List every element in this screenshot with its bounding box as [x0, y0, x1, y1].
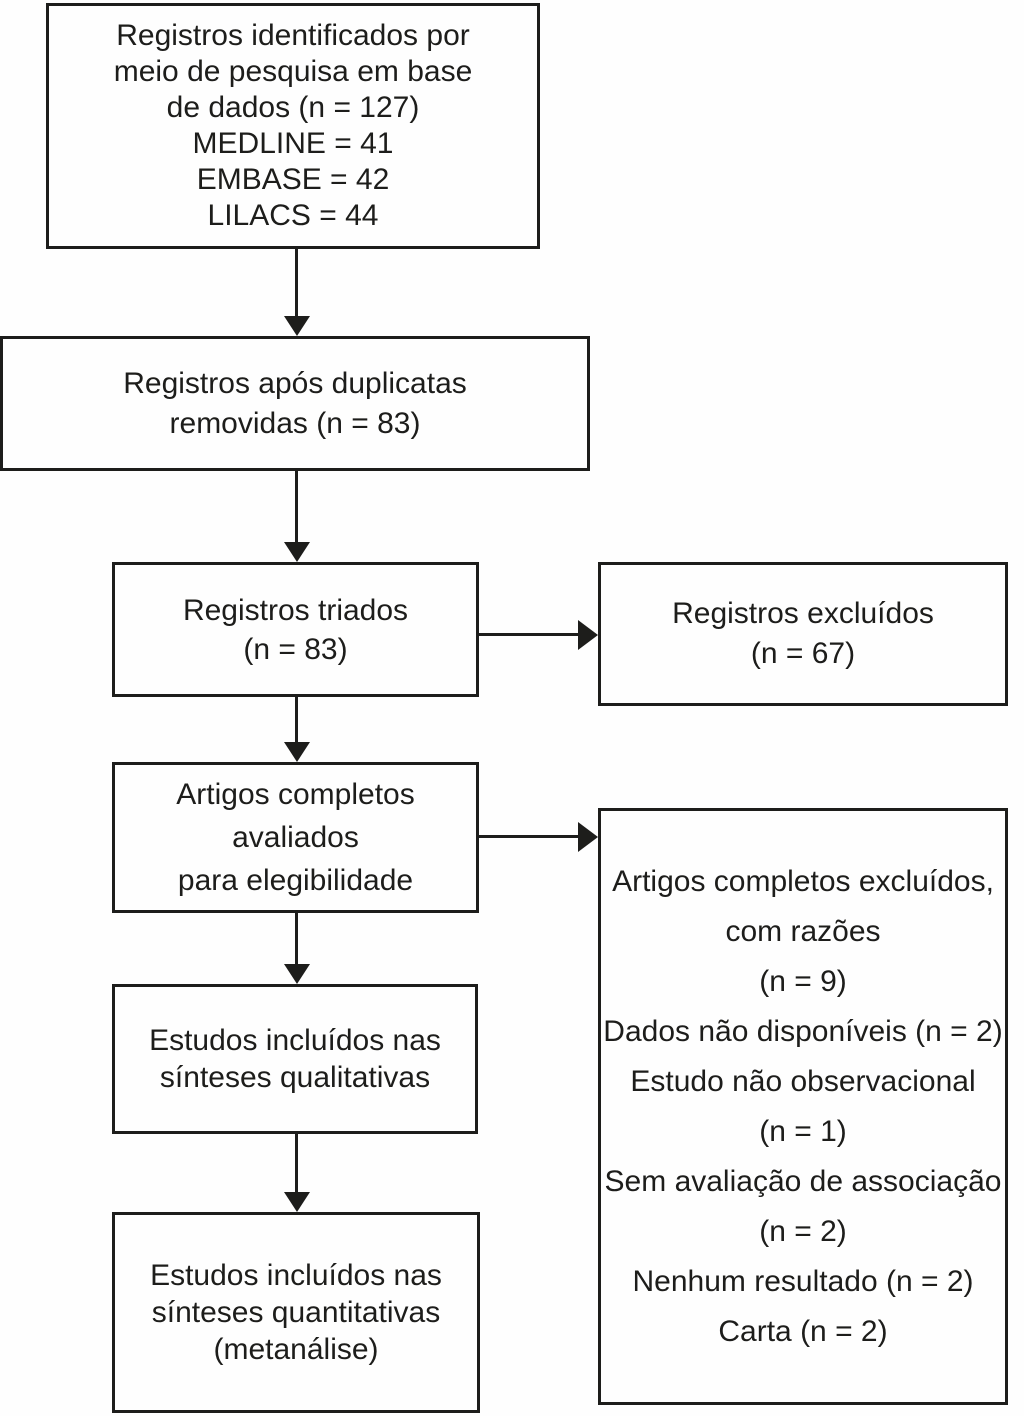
- arrow-line-duplicates-to-screened: [295, 471, 298, 544]
- box-text-line: removidas (n = 83): [169, 406, 421, 440]
- box-text-line: avaliados: [232, 821, 359, 854]
- arrow-down-icon: [284, 742, 310, 762]
- box-records-excluded: Registros excluídos (n = 67): [598, 562, 1008, 706]
- box-text-line: (n = 83): [243, 632, 348, 666]
- arrow-right-icon: [578, 620, 598, 650]
- box-text-line: sínteses quantitativas: [151, 1296, 441, 1329]
- box-text-line: EMBASE = 42: [196, 163, 390, 196]
- box-text-line: Registros triados: [182, 593, 409, 627]
- box-text-line: LILACS = 44: [207, 199, 379, 232]
- box-text-line: Estudos incluídos nas: [149, 1024, 441, 1057]
- arrow-down-icon: [284, 1192, 310, 1212]
- box-records-after-duplicates: Registros após duplicatas removidas (n =…: [0, 336, 590, 471]
- box-text-line: (n = 1): [759, 1114, 847, 1148]
- arrow-line-screened-to-eligibility: [295, 697, 298, 744]
- box-text-line: Carta (n = 2): [718, 1314, 888, 1348]
- box-quantitative-synthesis: Estudos incluídos nas sínteses quantitat…: [112, 1212, 480, 1413]
- box-text-line: Registros identificados por: [116, 19, 470, 52]
- box-text-line: Dados não disponíveis (n = 2): [603, 1014, 1003, 1048]
- box-text-line: de dados (n = 127): [166, 91, 420, 124]
- box-text-line: sínteses qualitativas: [159, 1061, 431, 1094]
- box-qualitative-synthesis: Estudos incluídos nas sínteses qualitati…: [112, 984, 478, 1134]
- box-text-line: com razões: [725, 914, 881, 948]
- arrow-line-qualitative-to-quantitative: [295, 1134, 298, 1194]
- box-fulltext-excluded-reasons: Artigos completos excluídos, com razões …: [598, 808, 1008, 1405]
- box-records-identified: Registros identificados por meio de pesq…: [46, 3, 540, 249]
- box-text-line: (n = 67): [750, 637, 856, 670]
- box-text-line: Estudos incluídos nas: [150, 1259, 442, 1292]
- arrow-line-identified-to-duplicates: [295, 249, 298, 318]
- box-text-line: MEDLINE = 41: [192, 127, 394, 160]
- box-text-line: Estudo não observacional: [630, 1064, 976, 1098]
- arrow-line-screened-to-excluded: [479, 633, 579, 636]
- box-fulltext-assessed: Artigos completos avaliados para elegibi…: [112, 762, 479, 913]
- arrow-line-eligibility-to-qualitative: [295, 913, 298, 966]
- box-text-line: Registros após duplicatas: [123, 366, 467, 400]
- box-text-line: (n = 9): [759, 964, 847, 998]
- box-text-line: Nenhum resultado (n = 2): [632, 1264, 974, 1298]
- box-text-line: para elegibilidade: [177, 864, 414, 897]
- box-text-line: Artigos completos: [176, 778, 415, 811]
- arrow-right-icon: [578, 822, 598, 852]
- arrow-down-icon: [284, 316, 310, 336]
- box-text-line: (metanálise): [213, 1333, 379, 1366]
- arrow-down-icon: [284, 542, 310, 562]
- box-text-line: Artigos completos excluídos,: [612, 864, 994, 898]
- box-text-line: meio de pesquisa em base: [113, 55, 473, 88]
- arrow-line-eligibility-to-reasons: [479, 835, 579, 838]
- arrow-down-icon: [284, 964, 310, 984]
- box-records-screened: Registros triados (n = 83): [112, 562, 479, 697]
- box-text-line: Sem avaliação de associação: [604, 1164, 1002, 1198]
- box-text-line: (n = 2): [759, 1214, 847, 1248]
- box-text-line: Registros excluídos: [672, 597, 934, 630]
